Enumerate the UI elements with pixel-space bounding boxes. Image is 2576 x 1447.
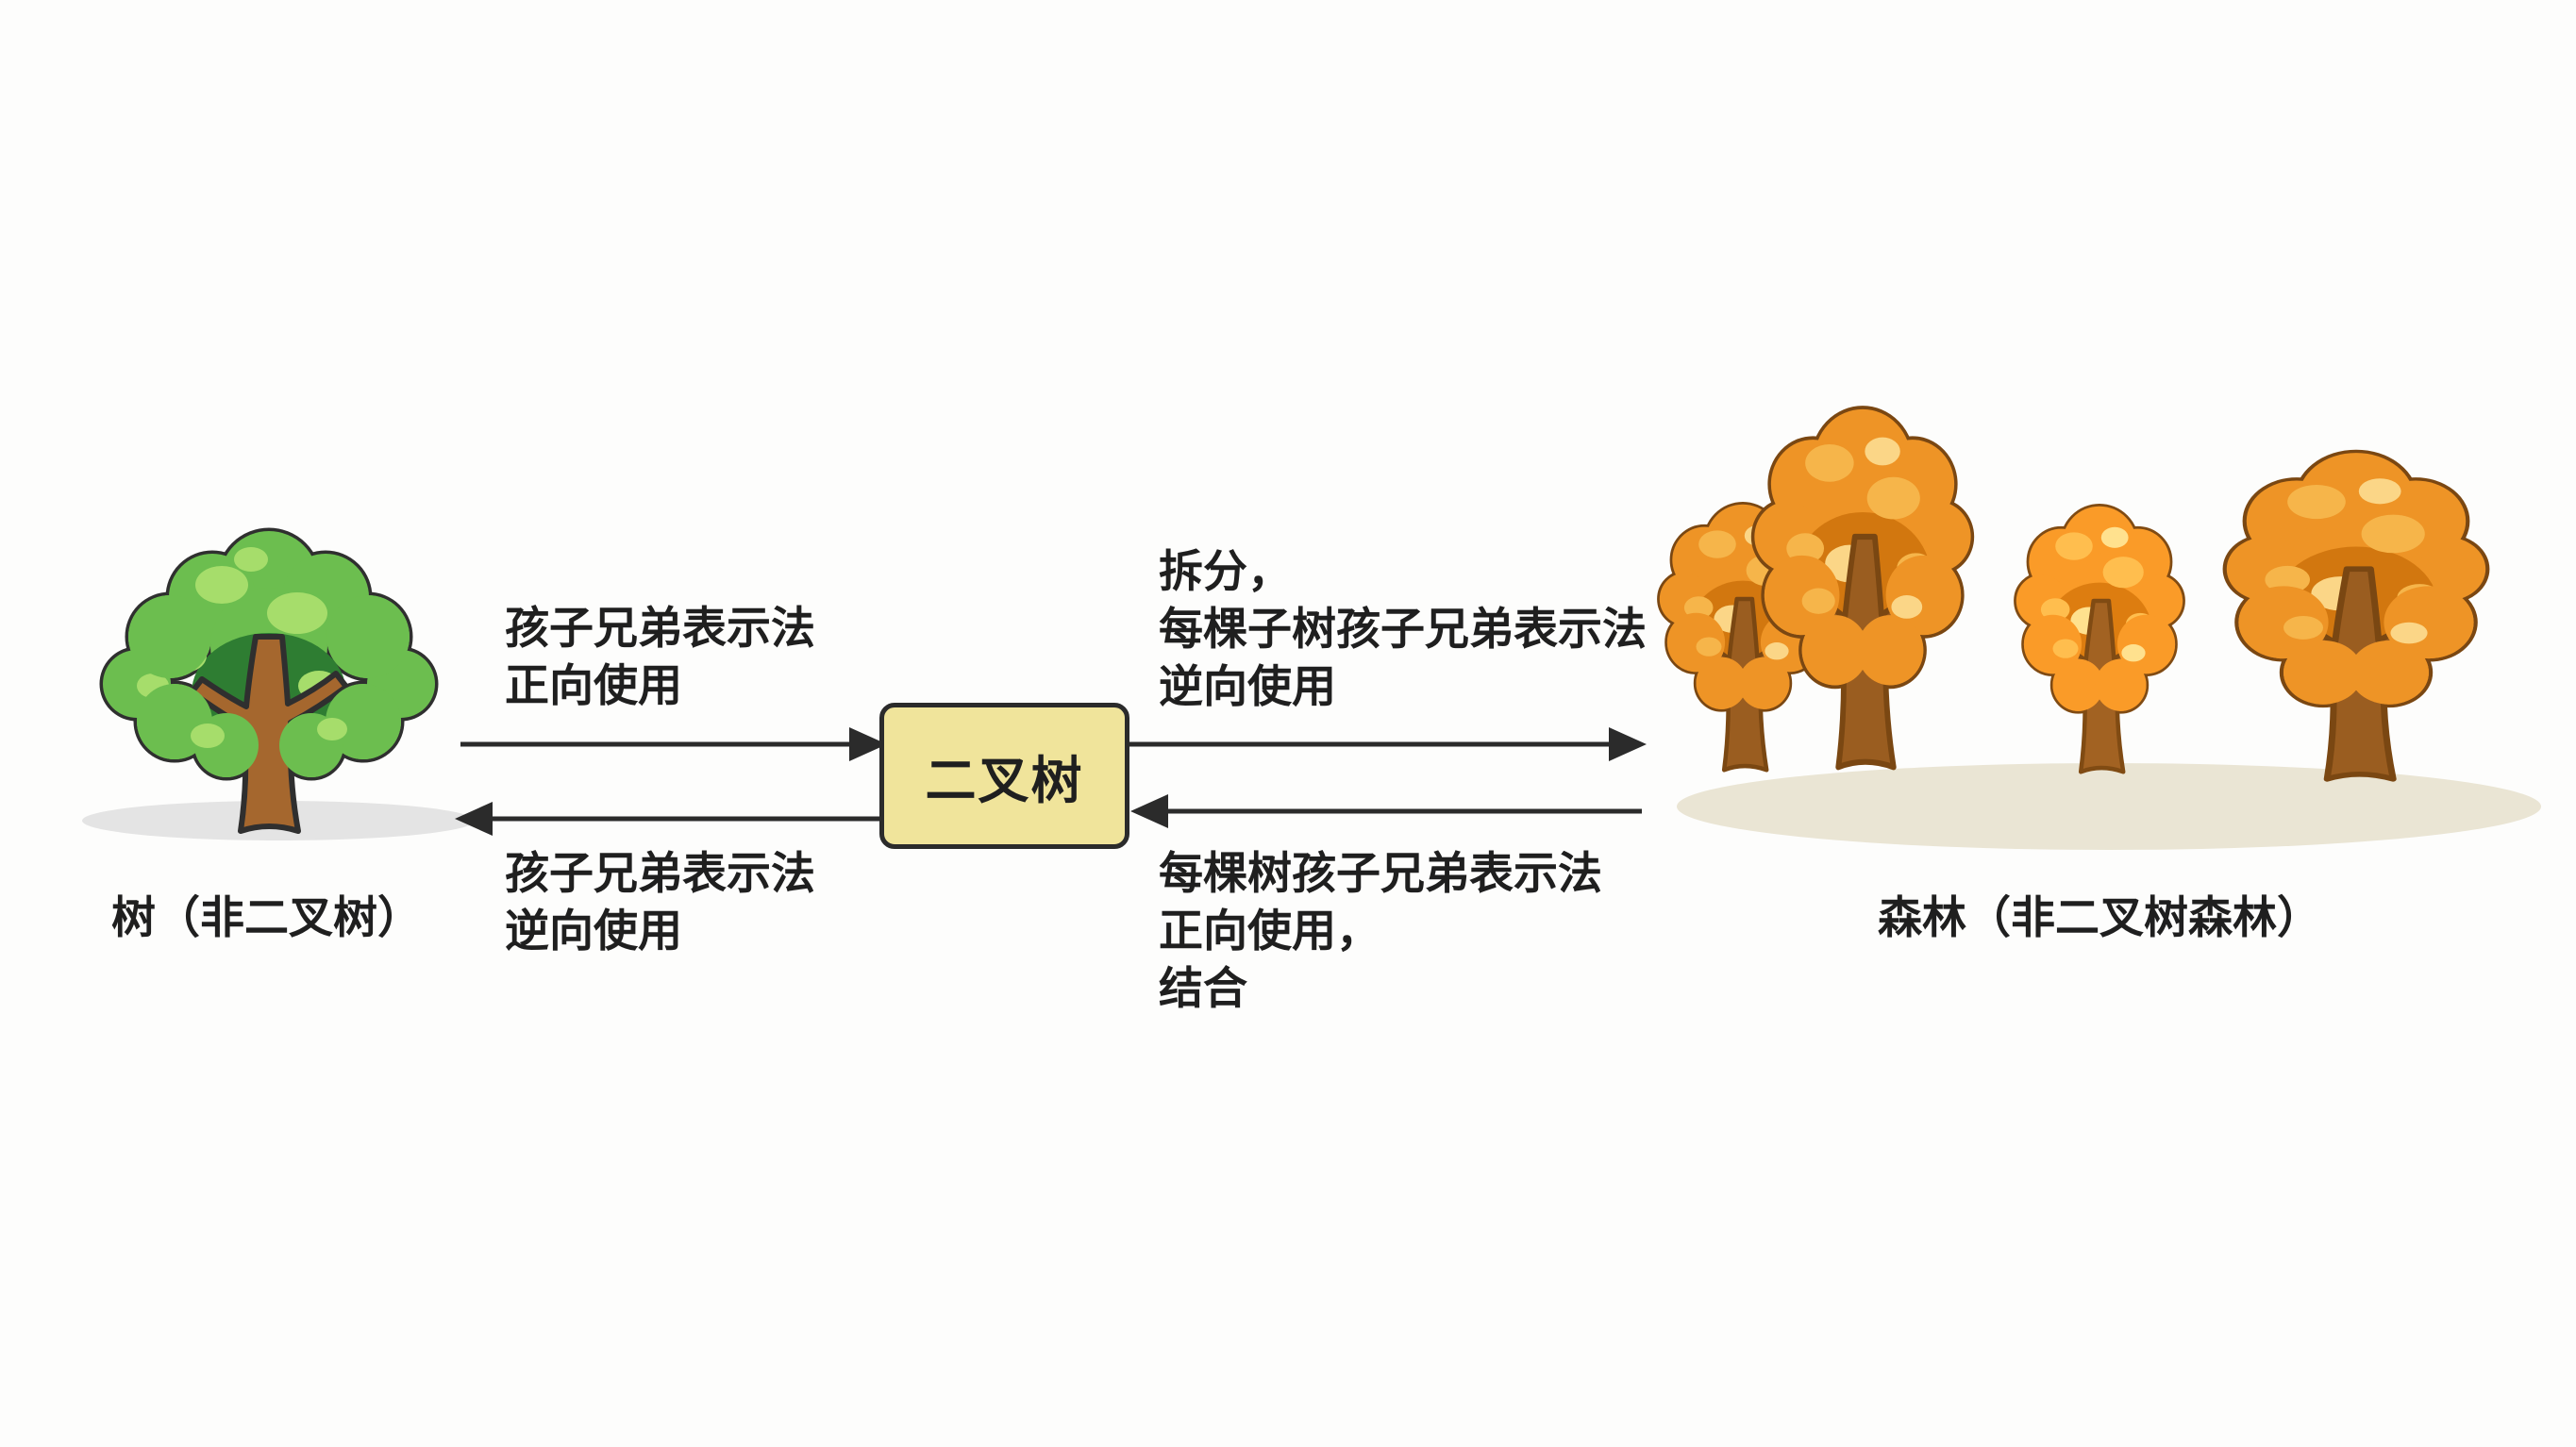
forest-shadow xyxy=(1677,763,2541,850)
arrow-tree-to-binary xyxy=(460,727,887,761)
edge-label-line: 孩子兄弟表示法 xyxy=(505,848,815,900)
edge-label-binary-to-forest: 拆分， 每棵子树孩子兄弟表示法 逆向使用 xyxy=(1159,543,1647,716)
binary-tree-node: 二叉树 xyxy=(879,703,1129,849)
edge-label-line: 每棵子树孩子兄弟表示法 xyxy=(1159,604,1647,656)
forest-node-label: 森林（非二叉树森林） xyxy=(1878,892,2321,944)
binary-tree-node-label: 二叉树 xyxy=(925,751,1084,810)
tree-canopy-front xyxy=(128,595,410,777)
single-tree-illustration xyxy=(82,514,475,840)
tree-node-label: 树（非二叉树） xyxy=(111,892,422,944)
forest-illustration xyxy=(1647,377,2541,850)
edge-label-line: 正向使用， xyxy=(1159,906,1380,957)
edge-label-line: 每棵树孩子兄弟表示法 xyxy=(1159,848,1602,900)
edge-label-line: 正向使用 xyxy=(505,660,682,712)
forest-tree-3 xyxy=(2016,507,2183,773)
edge-label-binary-to-tree: 孩子兄弟表示法 逆向使用 xyxy=(505,845,815,960)
edge-label-forest-to-binary: 每棵树孩子兄弟表示法 正向使用， 结合 xyxy=(1159,845,1602,1018)
forest-tree-2 xyxy=(1754,409,1970,767)
arrow-binary-to-tree xyxy=(455,802,882,836)
arrow-binary-to-forest xyxy=(1129,727,1647,761)
edge-label-line: 结合 xyxy=(1159,963,1247,1015)
edge-label-line: 孩子兄弟表示法 xyxy=(505,603,815,655)
edge-label-tree-to-binary: 孩子兄弟表示法 正向使用 xyxy=(505,600,815,715)
forest-tree-4 xyxy=(2227,453,2485,779)
arrow-forest-to-binary xyxy=(1130,794,1642,828)
edge-label-line: 逆向使用 xyxy=(505,906,682,957)
edge-label-line: 逆向使用 xyxy=(1159,661,1336,713)
edge-label-line: 拆分， xyxy=(1159,546,1292,598)
